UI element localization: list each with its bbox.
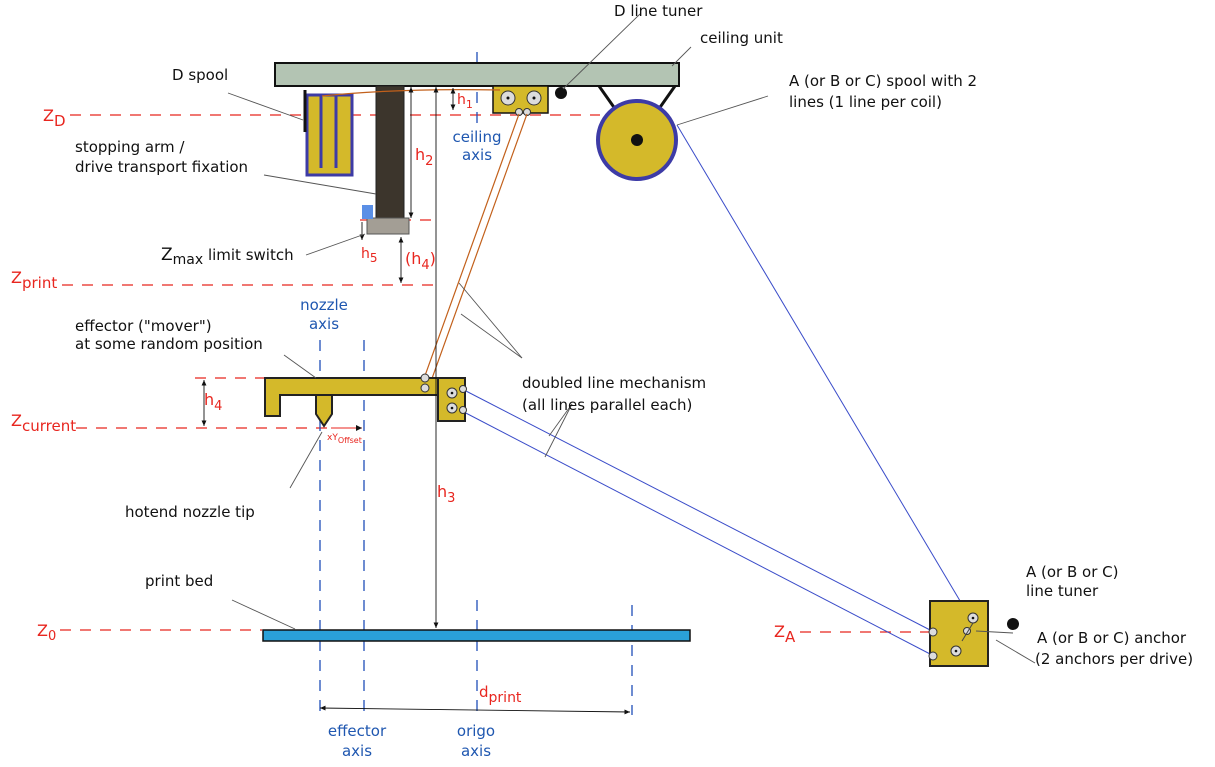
ceiling-unit-plate xyxy=(274,62,680,87)
zcurrent-label: Zcurrent xyxy=(11,411,76,435)
abc-tuner-label-line1: A (or B or C) xyxy=(1026,563,1119,581)
d-line-tuner-label: D line tuner xyxy=(614,2,703,20)
ceiling-axis-label-line1: ceiling xyxy=(452,128,501,146)
nozzle-axis-label-line1: nozzle xyxy=(300,296,348,314)
ceiling-unit-label: ceiling unit xyxy=(700,29,783,47)
abc-spool xyxy=(596,85,678,181)
zmax-switch xyxy=(362,205,373,219)
abc-anchor-label-line1: A (or B or C) anchor xyxy=(1037,629,1187,647)
effector-label-line1: effector ("mover") xyxy=(75,317,212,335)
za-label: ZA xyxy=(774,622,796,646)
abc-spool-label-line2: lines (1 line per coil) xyxy=(789,93,942,111)
doubled-line-label-line2: (all lines parallel each) xyxy=(522,396,692,414)
abc-spool-label-line1: A (or B or C) spool with 2 xyxy=(789,72,977,90)
effector-axis-label-line2: axis xyxy=(342,742,372,760)
stopping-arm-label-line1: stopping arm / xyxy=(75,138,185,156)
hotend-nozzle-tip-label: hotend nozzle tip xyxy=(125,503,255,521)
h3-label: h3 xyxy=(437,482,455,506)
effector xyxy=(264,373,467,428)
effector-axis-label-line1: effector xyxy=(328,722,387,740)
abc-anchor xyxy=(928,600,1019,667)
d-print-label: dprint xyxy=(479,683,522,706)
abc-anchor-label-line2: (2 anchors per drive) xyxy=(1035,650,1193,668)
arm-foot xyxy=(366,217,410,235)
print-bed-label: print bed xyxy=(145,572,213,590)
h1-label: h1 xyxy=(457,92,473,111)
d-line-tuner xyxy=(492,85,567,116)
stopping-arm xyxy=(375,85,405,221)
stopping-arm-label-line2: drive transport fixation xyxy=(75,158,248,176)
h4-paren-label: (h4) xyxy=(405,249,436,273)
effector-label-line2: at some random position xyxy=(75,335,263,353)
d-spool xyxy=(303,90,354,177)
d-spool-label: D spool xyxy=(172,66,228,84)
origo-axis-label-line1: origo xyxy=(457,722,495,740)
zd-label: ZD xyxy=(43,106,66,130)
doubled-line-label-line1: doubled line mechanism xyxy=(522,374,706,392)
z0-label: Z0 xyxy=(37,621,56,644)
h2-label: h2 xyxy=(415,145,433,169)
h5-label: h5 xyxy=(361,246,378,265)
zprint-label: Zprint xyxy=(11,268,57,292)
abc-tuner-label-line2: line tuner xyxy=(1026,582,1099,600)
xy-offset-label: xYOffset xyxy=(327,433,362,445)
effector-lines xyxy=(421,113,973,656)
origo-axis-label-line2: axis xyxy=(461,742,491,760)
leader-lines xyxy=(227,13,1036,664)
z-levels xyxy=(60,114,930,633)
ceiling-axis-label-line2: axis xyxy=(462,146,492,164)
nozzle-axis-label-line2: axis xyxy=(309,315,339,333)
print-bed xyxy=(262,629,691,642)
dimensions xyxy=(201,87,631,715)
zmax-limit-switch-label: Zmax limit switch xyxy=(161,245,294,268)
h4-label: h4 xyxy=(204,390,222,414)
